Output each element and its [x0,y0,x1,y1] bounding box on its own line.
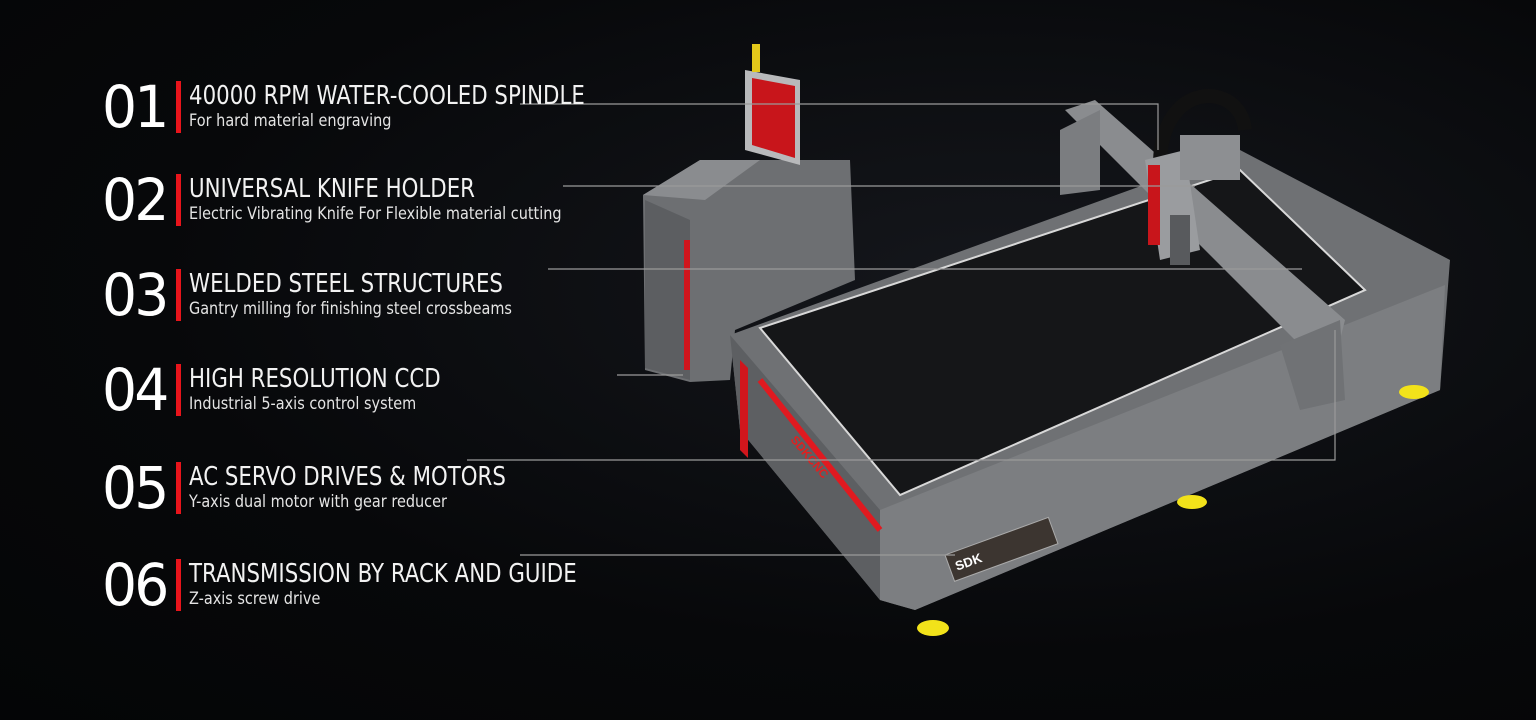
feature-subtitle: Z-axis screw drive [189,589,321,609]
feature-title: HIGH RESOLUTION CCD [189,364,441,394]
accent-bar [176,462,181,514]
feature-number: 01 [102,73,169,141]
feature-subtitle: Industrial 5-axis control system [189,394,417,414]
feature-title: TRANSMISSION BY RACK AND GUIDE [189,559,577,589]
leader-line-01 [520,103,1159,150]
feature-subtitle: Y-axis dual motor with gear reducer [189,492,447,512]
feature-number: 03 [102,261,169,329]
feature-subtitle: For hard material engraving [189,111,392,131]
signal-light [752,44,760,72]
gantry-beam [1065,100,1345,360]
accent-bar [176,269,181,321]
feature-number: 04 [102,356,169,424]
feature-subtitle: Electric Vibrating Knife For Flexible ma… [189,204,562,224]
control-cabinet [643,160,855,382]
feature-title: 40000 RPM WATER-COOLED SPINDLE [189,81,585,111]
leader-lines [467,103,1336,556]
feature-subtitle: Gantry milling for finishing steel cross… [189,299,512,319]
feature-number: 06 [102,551,169,619]
accent-bar [176,174,181,226]
feature-title: UNIVERSAL KNIFE HOLDER [189,174,476,204]
feature-number: 02 [102,166,169,234]
accent-bar [176,81,181,133]
feature-title: WELDED STEEL STRUCTURES [189,269,503,299]
accent-bar [176,364,181,416]
feature-title: AC SERVO DRIVES & MOTORS [189,462,506,492]
accent-bar [176,559,181,611]
leader-line-05 [467,330,1336,461]
feature-number: 05 [102,454,169,522]
machine-feet [917,385,1429,636]
nameplate: SDK [944,516,1059,582]
